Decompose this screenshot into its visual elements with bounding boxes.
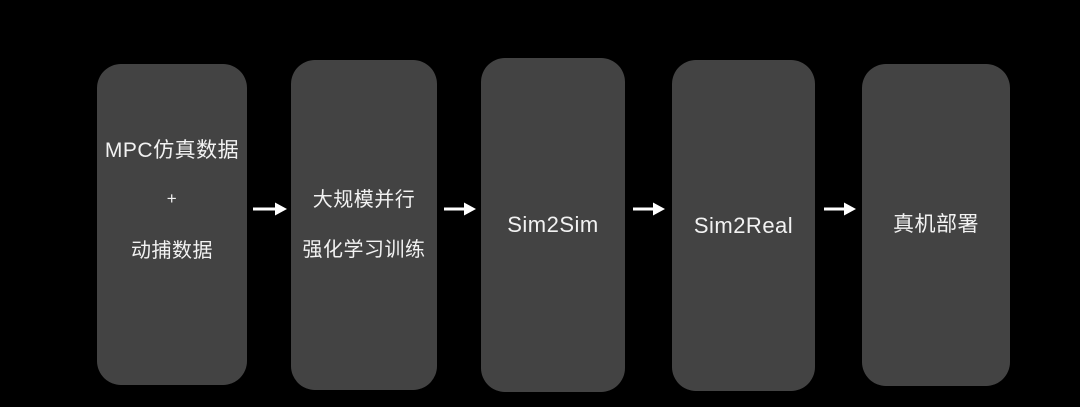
arrow-right-icon bbox=[444, 199, 476, 219]
stage-1-line-secondary: 动捕数据 bbox=[131, 240, 213, 262]
stage-5-label: 真机部署 bbox=[893, 213, 979, 236]
stage-2-line-secondary: 强化学习训练 bbox=[302, 239, 426, 261]
stage-box-real-robot-deployment: 真机部署 bbox=[862, 64, 1010, 386]
arrow-right-icon bbox=[824, 199, 856, 219]
stage-3-label: Sim2Sim bbox=[507, 212, 599, 237]
stage-box-sim2sim: Sim2Sim bbox=[481, 58, 625, 392]
arrow-right-icon bbox=[633, 199, 665, 219]
stage-box-large-scale-parallel-rl-training: 大规模并行 强化学习训练 bbox=[291, 60, 437, 390]
stage-1-plus-symbol: + bbox=[166, 189, 178, 208]
stage-4-label: Sim2Real bbox=[693, 212, 794, 238]
stage-2-line-primary: 大规模并行 bbox=[312, 189, 416, 211]
stage-box-sim2real: Sim2Real bbox=[672, 60, 815, 391]
stage-box-mpc-simulation-data: MPC仿真数据 + 动捕数据 bbox=[97, 64, 247, 385]
arrow-right-icon bbox=[253, 199, 287, 219]
stage-1-line-primary: MPC仿真数据 bbox=[104, 139, 240, 162]
